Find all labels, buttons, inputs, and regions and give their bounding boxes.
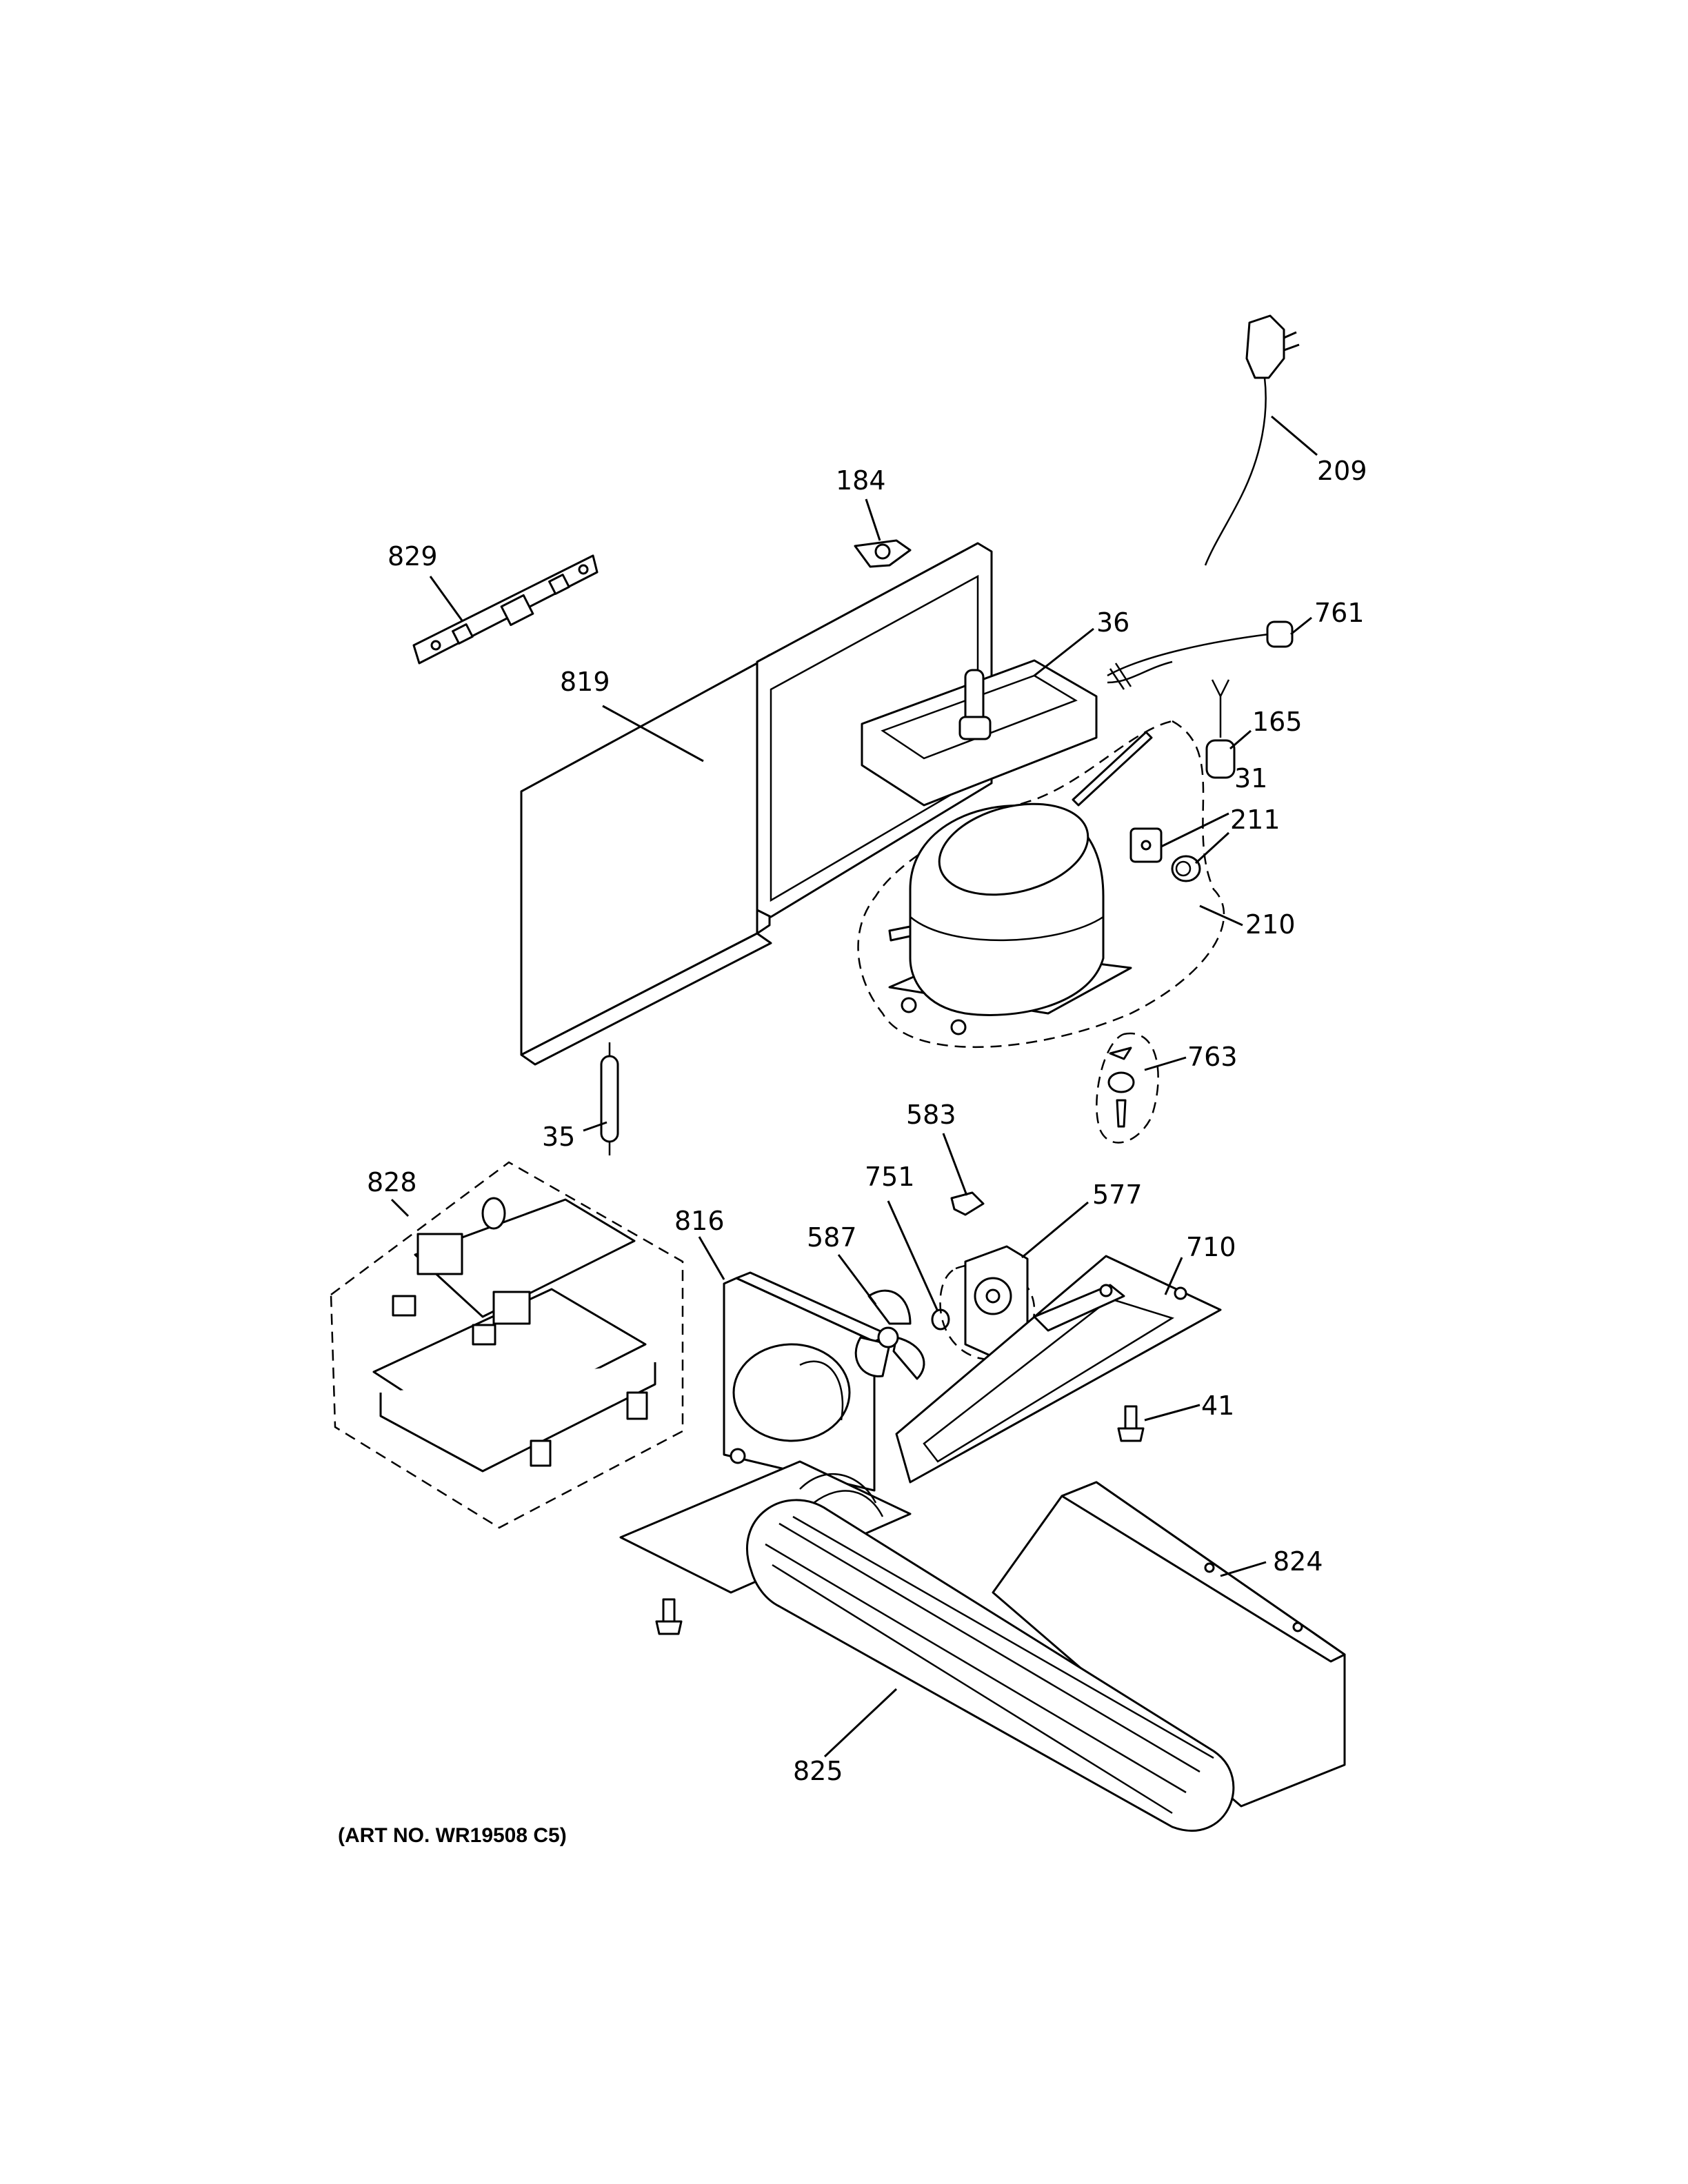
part-763-grommet-kit <box>1096 1032 1159 1144</box>
callout-819: 819 <box>560 667 610 697</box>
callout-31: 31 <box>1234 763 1267 793</box>
part-825-condenser-coil <box>746 1473 1235 1832</box>
part-824-shield <box>992 1481 1346 1808</box>
leader-lines <box>390 415 1318 1758</box>
part-816-fan-shroud <box>723 1271 890 1492</box>
part-819-panel <box>520 654 772 1066</box>
callout-710: 710 <box>1186 1232 1236 1262</box>
part-165-capacitor <box>1205 679 1236 779</box>
callout-587: 587 <box>807 1222 857 1253</box>
callout-751: 751 <box>865 1162 915 1192</box>
callout-210: 210 <box>1245 909 1296 940</box>
callout-184: 184 <box>836 465 886 496</box>
callout-577: 577 <box>1092 1180 1143 1210</box>
part-829-bracket <box>412 554 599 665</box>
callout-829: 829 <box>388 541 438 572</box>
part-710-bracket <box>895 1255 1222 1484</box>
tube-part <box>1072 731 1153 807</box>
callout-41: 41 <box>1201 1391 1234 1421</box>
callout-583: 583 <box>906 1100 956 1130</box>
callout-761: 761 <box>1314 598 1365 628</box>
callout-828: 828 <box>367 1167 417 1197</box>
part-828-control-board <box>330 1161 684 1529</box>
callout-824: 824 <box>1273 1546 1323 1577</box>
part-35-drier <box>600 1042 619 1155</box>
callout-825: 825 <box>793 1756 843 1786</box>
callout-labels: 209 184 829 761 36 819 165 31 211 210 76… <box>367 456 1367 1786</box>
part-36-drain-pan <box>861 659 1098 807</box>
callout-763: 763 <box>1187 1042 1238 1072</box>
callout-35: 35 <box>542 1122 575 1152</box>
part-583-clip <box>950 1191 985 1216</box>
part-211-overload <box>1171 855 1201 882</box>
callout-209: 209 <box>1317 456 1367 486</box>
callout-165: 165 <box>1252 707 1303 737</box>
part-screw-left <box>655 1598 683 1635</box>
part-31-relay <box>1129 827 1163 863</box>
part-587-fan-blade <box>854 1289 925 1380</box>
part-209-power-cord <box>1204 314 1300 566</box>
callout-816: 816 <box>674 1206 725 1236</box>
callout-211: 211 <box>1230 805 1280 835</box>
part-761-wire-harness <box>1107 620 1294 690</box>
part-210-compressor <box>857 720 1225 1049</box>
callout-36: 36 <box>1096 607 1129 638</box>
art-number-caption: (ART NO. WR19508 C5) <box>338 1824 567 1847</box>
part-41-screw <box>1117 1405 1145 1442</box>
part-184-thermostat <box>854 539 912 568</box>
